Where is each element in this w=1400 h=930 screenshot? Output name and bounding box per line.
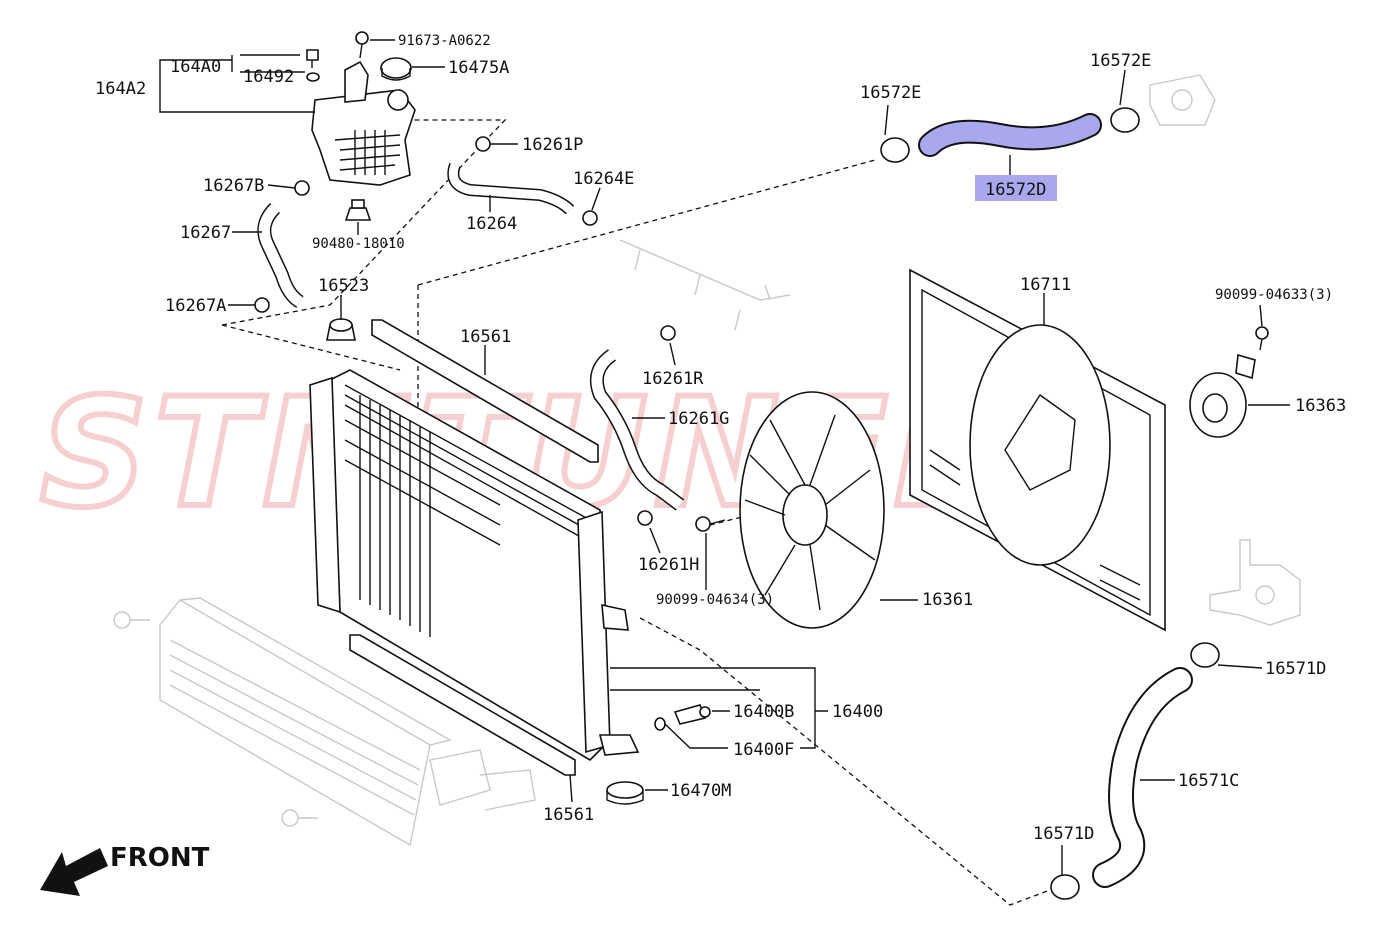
clip-16267B bbox=[294, 180, 310, 196]
ref-line-2 bbox=[417, 159, 876, 286]
ref-line-4 bbox=[221, 324, 401, 371]
reservoir-tank bbox=[311, 60, 416, 186]
label-16261R: 16261R bbox=[642, 369, 704, 389]
radiator-plug bbox=[326, 318, 356, 341]
reservoir-grommet bbox=[344, 199, 372, 221]
cap-bolt bbox=[355, 31, 369, 59]
label-16561-bottom: 16561 bbox=[543, 805, 594, 825]
label-16400B: 16400B bbox=[733, 702, 794, 722]
label-16523: 16523 bbox=[318, 276, 369, 296]
label-90099-04633: 90099-04633(3) bbox=[1215, 287, 1333, 303]
label-16711: 16711 bbox=[1020, 275, 1071, 295]
ref-line-3 bbox=[221, 119, 507, 326]
fan-shroud bbox=[909, 268, 1166, 632]
label-16264E: 16264E bbox=[573, 169, 634, 189]
clip-16261H bbox=[637, 510, 653, 526]
label-16571D-top: 16571D bbox=[1265, 659, 1326, 679]
clamp-16571D-bottom bbox=[1050, 874, 1080, 900]
ref-line-5 bbox=[639, 617, 1051, 906]
label-16572D-highlight bbox=[975, 175, 1057, 201]
seal-16561-top bbox=[371, 319, 599, 463]
label-16400F: 16400F bbox=[733, 740, 794, 760]
label-16261P: 16261P bbox=[522, 135, 583, 155]
label-16571C: 16571C bbox=[1178, 771, 1239, 791]
clip-16261R bbox=[660, 325, 676, 341]
label-16261G: 16261G bbox=[668, 409, 729, 429]
clamp-16571D-top bbox=[1190, 642, 1220, 668]
label-16572E-left: 16572E bbox=[860, 83, 921, 103]
front-label: FRONT bbox=[110, 843, 210, 873]
thermostat-housing-ghost bbox=[1209, 539, 1301, 626]
cooling-fan bbox=[739, 391, 885, 629]
label-16561-top: 16561 bbox=[460, 327, 511, 347]
clamp-16572E-right bbox=[1110, 107, 1140, 133]
fan-motor bbox=[1189, 353, 1256, 438]
label-16267: 16267 bbox=[180, 223, 231, 243]
label-90099-04634: 90099-04634(3) bbox=[656, 592, 774, 608]
label-90480-18010: 90480-18010 bbox=[312, 236, 405, 252]
reservoir-cap bbox=[380, 57, 412, 81]
washer-ring bbox=[306, 72, 320, 82]
radiator bbox=[309, 369, 640, 762]
label-91673-A0622: 91673-A0622 bbox=[398, 33, 491, 49]
label-16361: 16361 bbox=[922, 590, 973, 610]
label-164A0: 164A0 bbox=[170, 57, 221, 77]
label-164A2: 164A2 bbox=[95, 79, 146, 99]
small-bolt bbox=[306, 49, 319, 68]
ref-line-6 bbox=[709, 504, 791, 526]
label-16264: 16264 bbox=[466, 214, 517, 234]
fan-bolt bbox=[695, 516, 726, 532]
label-16363: 16363 bbox=[1295, 396, 1346, 416]
seal-16561-bottom bbox=[349, 634, 576, 776]
front-arrow-icon bbox=[40, 848, 108, 896]
drain-oring bbox=[654, 717, 666, 731]
label-16475A: 16475A bbox=[448, 58, 509, 78]
bracket-ghost bbox=[619, 239, 791, 331]
label-16470M: 16470M bbox=[670, 781, 731, 801]
label-16267B: 16267B bbox=[203, 176, 264, 196]
water-outlet-ghost bbox=[1149, 74, 1216, 126]
clip-16267A bbox=[254, 297, 270, 313]
label-16572E-right: 16572E bbox=[1090, 51, 1151, 71]
clamp-16572E-left bbox=[880, 137, 910, 163]
motor-bolt bbox=[1255, 326, 1269, 351]
label-16572D: 16572D bbox=[985, 180, 1046, 200]
clip-16264E bbox=[582, 210, 598, 226]
drain-cock bbox=[673, 704, 711, 725]
clip-16261P bbox=[475, 136, 491, 152]
label-16261H: 16261H bbox=[638, 555, 699, 575]
label-16400: 16400 bbox=[832, 702, 883, 722]
label-16492: 16492 bbox=[243, 67, 294, 87]
label-16267A: 16267A bbox=[165, 296, 226, 316]
intercooler-ghost bbox=[113, 597, 536, 847]
grommet-16470M bbox=[606, 781, 644, 805]
label-16571D-bottom: 16571D bbox=[1033, 824, 1094, 844]
